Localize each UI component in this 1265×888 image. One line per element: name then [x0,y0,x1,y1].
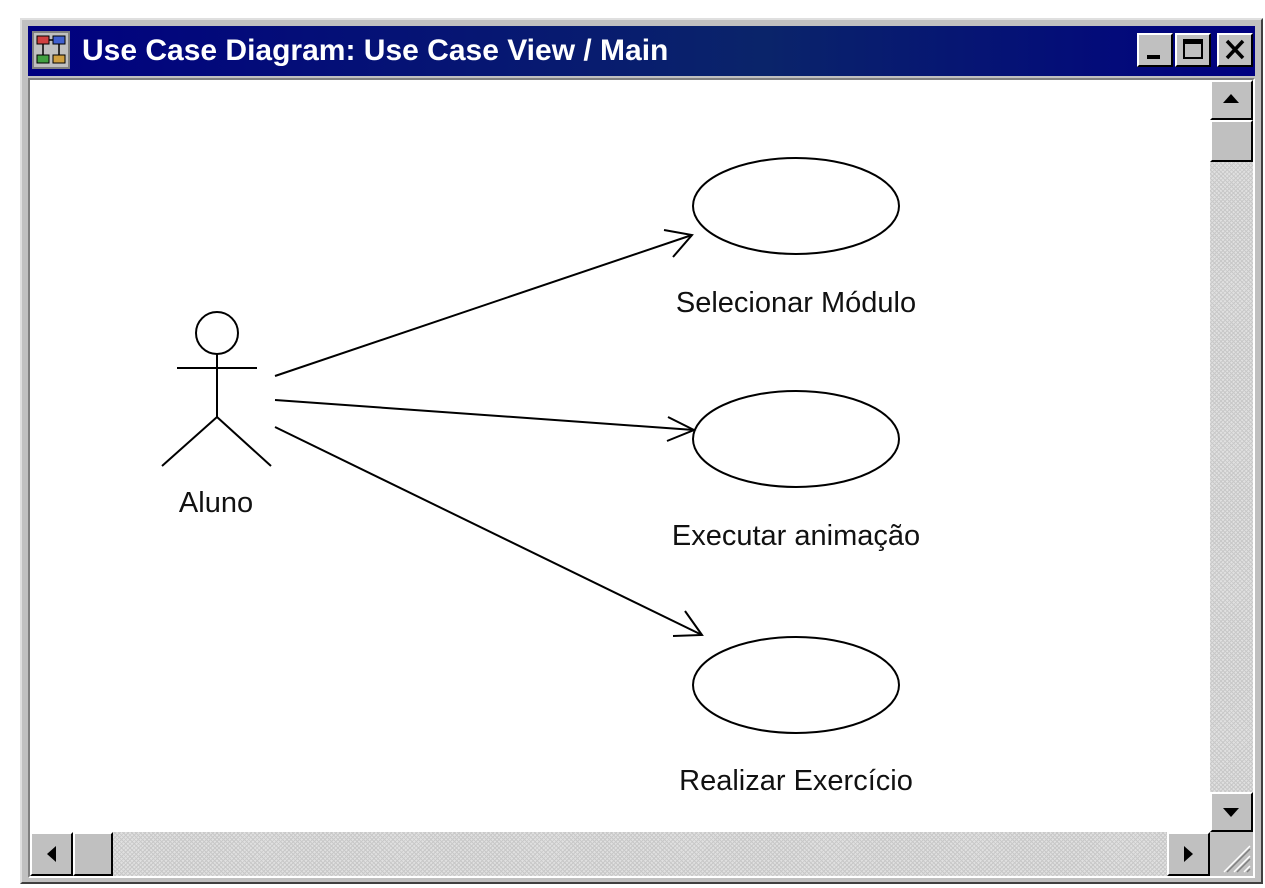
arrow-down-icon [1223,808,1239,817]
arrow-right-icon [1184,846,1193,862]
actor-right-leg [216,416,272,467]
diagram-client-area: Aluno Selecionar Módulo Executar animaçã… [28,78,1255,878]
scroll-down-button[interactable] [1210,792,1253,832]
use-case-label: Executar animação [672,520,920,552]
association-line [274,426,703,636]
horizontal-scroll-thumb[interactable] [73,832,113,876]
maximize-button[interactable] [1175,33,1211,67]
scroll-right-button[interactable] [1167,832,1210,876]
vertical-scrollbar[interactable] [1210,80,1253,832]
use-case-oval [692,390,900,488]
association-line [274,399,695,431]
actor-label: Aluno [179,487,253,519]
association-aluno-selecionar-modulo[interactable] [274,229,694,377]
use-case-oval [692,157,900,255]
resize-grip-icon [1223,845,1251,873]
use-case-realizar-exercicio[interactable]: Realizar Exercício [679,636,913,797]
size-grip[interactable] [1210,832,1253,876]
actor-left-leg [161,416,218,467]
open-arrowhead-icon [666,416,697,442]
arrow-left-icon [47,846,56,862]
arrow-up-icon [1223,94,1239,103]
diagram-canvas[interactable]: Aluno Selecionar Módulo Executar animaçã… [30,80,1208,832]
vertical-scroll-thumb[interactable] [1210,120,1253,162]
actor-aluno[interactable]: Aluno [161,311,272,519]
use-case-label: Selecionar Módulo [676,287,916,319]
horizontal-scrollbar[interactable] [30,832,1210,876]
association-aluno-realizar-exercicio[interactable] [274,426,704,637]
diagram-window: Use Case Diagram: Use Case View / Main [20,18,1263,884]
open-arrowhead-icon [672,610,704,637]
maximize-icon [1183,39,1203,59]
use-case-label: Realizar Exercício [679,765,913,797]
close-icon [1225,39,1245,60]
open-arrowhead-icon [663,229,694,258]
use-case-executar-animacao[interactable]: Executar animação [672,390,920,552]
use-case-oval [692,636,900,734]
diagram-window-icon[interactable] [32,31,70,69]
minimize-icon [1147,55,1160,59]
scroll-up-button[interactable] [1210,80,1253,120]
title-bar[interactable]: Use Case Diagram: Use Case View / Main [28,26,1255,76]
association-line [274,234,693,377]
actor-head [195,311,239,355]
use-case-selecionar-modulo[interactable]: Selecionar Módulo [676,157,916,319]
association-aluno-executar-animacao[interactable] [274,399,697,442]
window-title: Use Case Diagram: Use Case View / Main [82,34,669,67]
close-button[interactable] [1217,33,1253,67]
scroll-left-button[interactable] [30,832,73,876]
minimize-button[interactable] [1137,33,1173,67]
